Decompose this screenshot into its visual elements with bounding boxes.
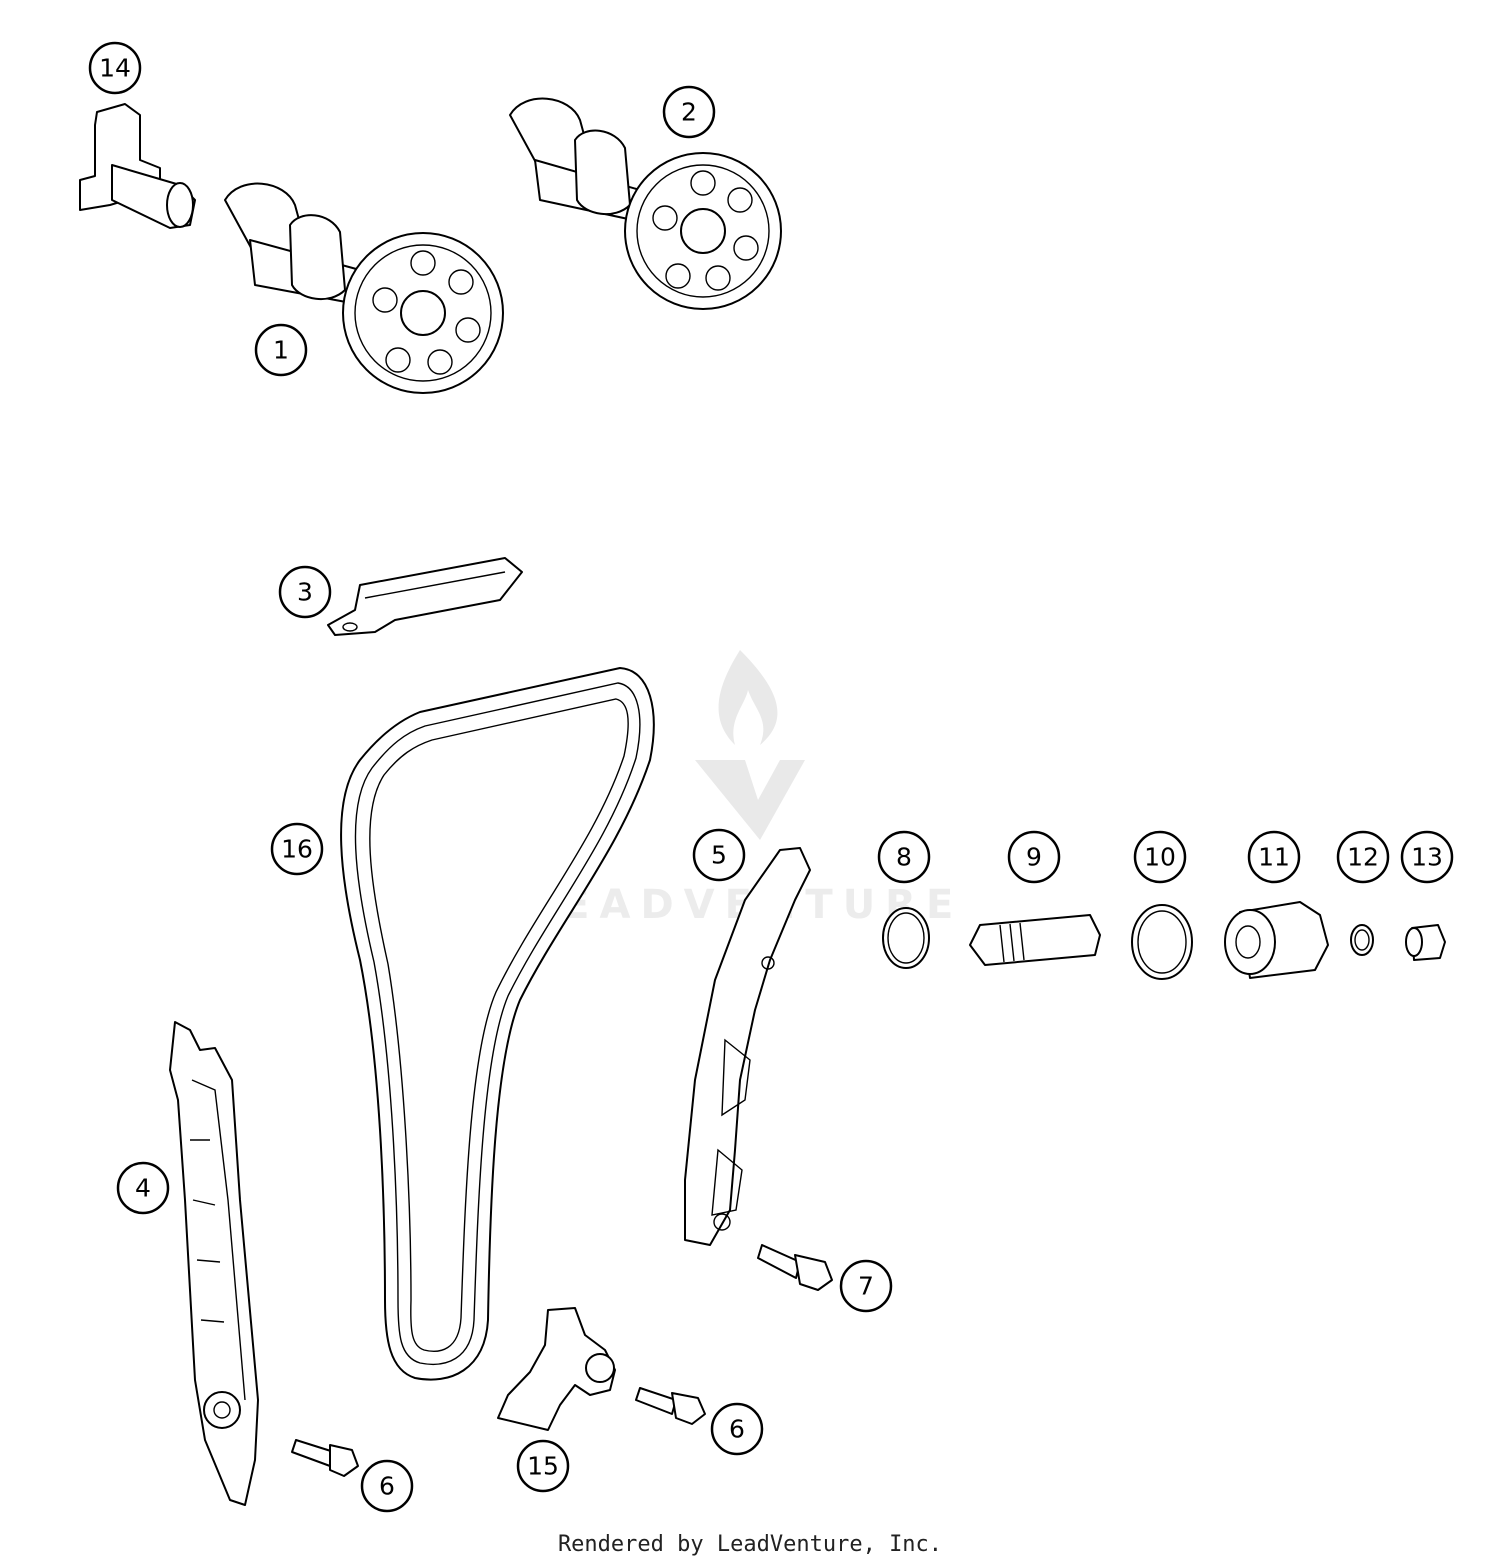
- callout-3[interactable]: 3: [278, 565, 332, 619]
- part-6-bolt-a: [635, 1387, 706, 1425]
- callout-4[interactable]: 4: [116, 1161, 170, 1215]
- callout-10[interactable]: 10: [1133, 830, 1187, 884]
- part-3-plate: [327, 557, 523, 636]
- callout-6-left[interactable]: 6: [360, 1459, 414, 1513]
- part-9-tensioner-plunger: [969, 914, 1101, 966]
- callout-12-text: 12: [1347, 843, 1379, 872]
- callout-15[interactable]: 15: [516, 1439, 570, 1493]
- callout-6-left-text: 6: [379, 1472, 395, 1501]
- callout-9[interactable]: 9: [1007, 830, 1061, 884]
- part-14-sensor: [79, 103, 196, 229]
- callout-15-text: 15: [527, 1452, 559, 1481]
- callout-9-text: 9: [1026, 843, 1042, 872]
- callout-16[interactable]: 16: [270, 822, 324, 876]
- part-11-screw-plug: [1224, 901, 1329, 979]
- callout-14-text: 14: [99, 54, 131, 83]
- callout-4-text: 4: [135, 1174, 151, 1203]
- part-6-bolt-b: [291, 1439, 359, 1477]
- part-1-camshaft: [224, 182, 504, 394]
- callout-5[interactable]: 5: [692, 828, 746, 882]
- callout-8[interactable]: 8: [877, 830, 931, 884]
- callout-13[interactable]: 13: [1400, 830, 1454, 884]
- callout-16-text: 16: [281, 835, 313, 864]
- part-15-slide: [497, 1307, 616, 1431]
- callout-10-text: 10: [1144, 843, 1176, 872]
- callout-8-text: 8: [896, 843, 912, 872]
- callout-6-right[interactable]: 6: [710, 1402, 764, 1456]
- part-16-timing-chain: [340, 667, 655, 1381]
- callout-2[interactable]: 2: [662, 85, 716, 139]
- callout-14[interactable]: 14: [88, 41, 142, 95]
- part-7-bolt: [757, 1244, 833, 1291]
- callout-1-text: 1: [273, 336, 289, 365]
- part-8-o-ring: [882, 907, 930, 969]
- footer-credit: Rendered by LeadVenture, Inc.: [557, 1532, 943, 1557]
- callout-13-text: 13: [1411, 843, 1443, 872]
- callout-5-text: 5: [711, 841, 727, 870]
- callout-12[interactable]: 12: [1336, 830, 1390, 884]
- callout-2-text: 2: [681, 98, 697, 127]
- part-4-chain-guide: [169, 1021, 259, 1506]
- callout-11[interactable]: 11: [1247, 830, 1301, 884]
- callout-7[interactable]: 7: [839, 1259, 893, 1313]
- part-13-plug: [1405, 924, 1446, 961]
- part-2-camshaft: [509, 97, 782, 310]
- part-10-seal-ring: [1131, 904, 1193, 980]
- callout-7-text: 7: [858, 1272, 874, 1301]
- callout-1[interactable]: 1: [254, 323, 308, 377]
- callout-3-text: 3: [297, 578, 313, 607]
- callout-11-text: 11: [1258, 843, 1290, 872]
- part-12-washer: [1350, 924, 1374, 956]
- part-5-tensioner-rail: [684, 847, 811, 1246]
- callout-6-right-text: 6: [729, 1415, 745, 1444]
